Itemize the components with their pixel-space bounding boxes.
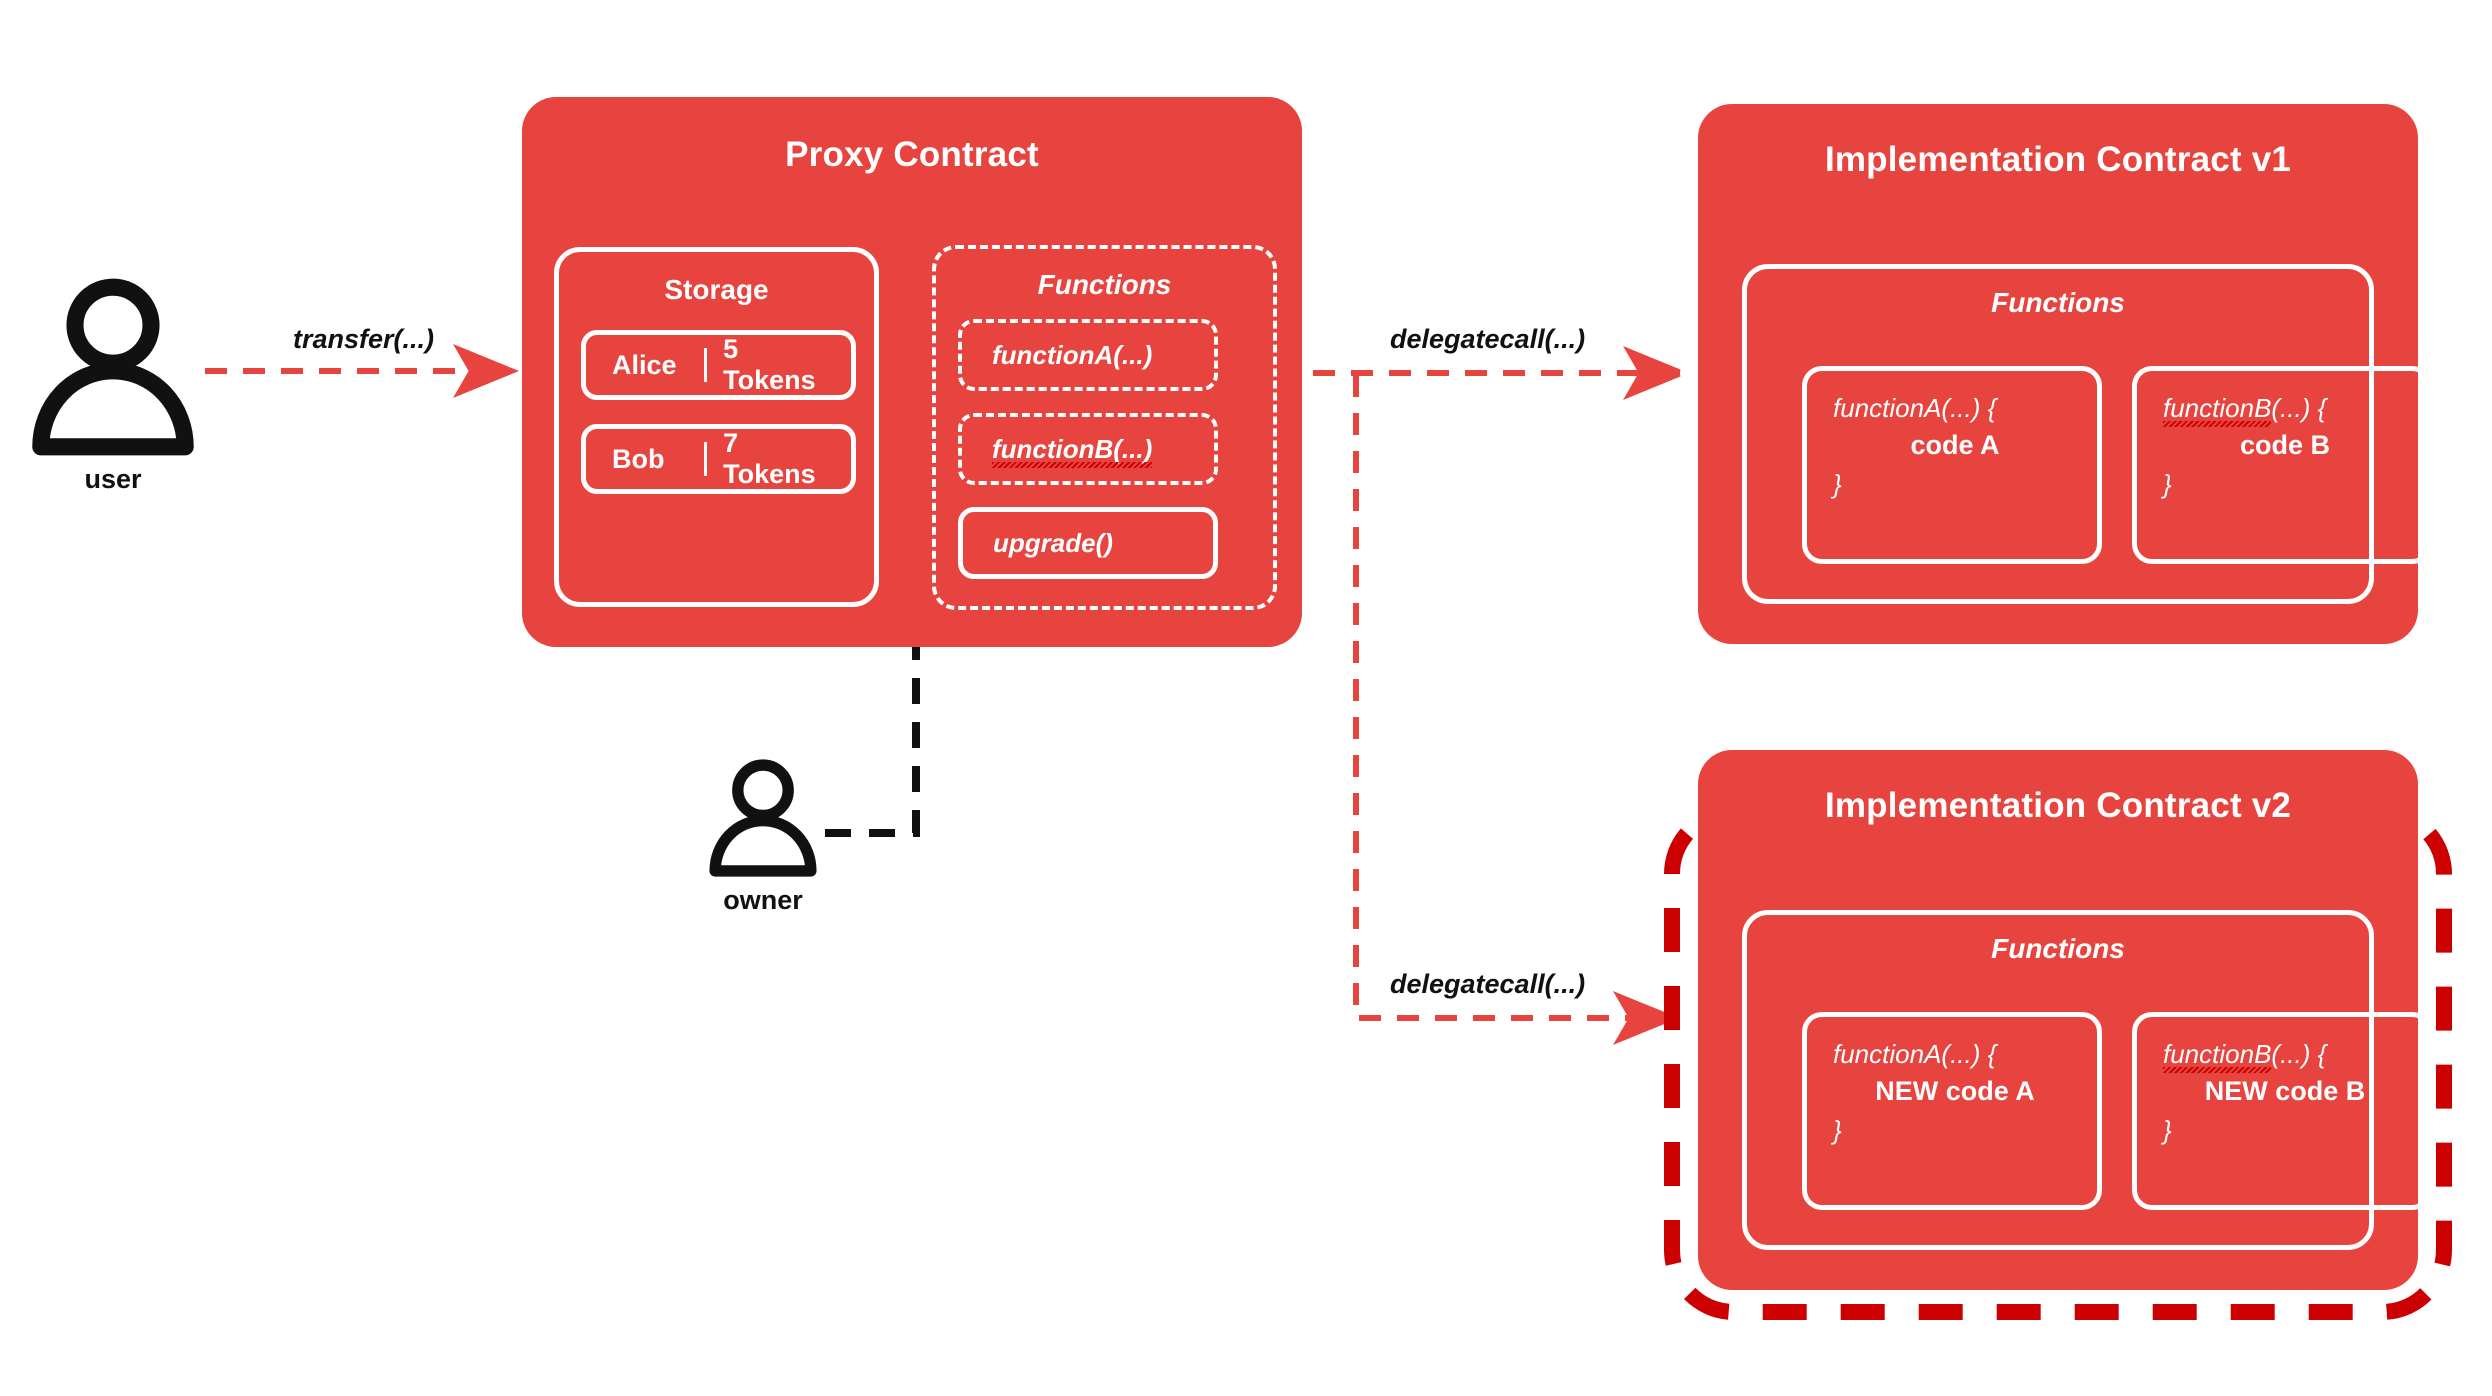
implv2-functionA-signature: functionA(...) { <box>1833 1039 1997 1069</box>
implv2-functionB-body: NEW code B <box>2204 1076 2366 1106</box>
implementation-contract-v2-title: Implementation Contract v2 <box>1824 786 2292 825</box>
implv1-codebox-functionB[interactable]: functionB(...) { code B } <box>2132 366 2432 564</box>
actor-owner: owner <box>700 755 826 925</box>
implv1-functions-title: Functions <box>1991 287 2125 318</box>
person-icon <box>32 278 194 456</box>
proxy-contract-card[interactable]: Proxy Contract Storage Alice 5 Tokens Bo… <box>522 97 1302 647</box>
edge-label-delegatecall-v2: delegatecall(...) <box>1390 969 1586 999</box>
proxy-function-label: functionB(...) <box>992 433 1153 464</box>
implv1-functionA-signature: functionA(...) { <box>1833 393 1997 423</box>
implementation-contract-v1-title: Implementation Contract v1 <box>1824 140 2292 179</box>
implv2-codebox-functionB[interactable]: functionB(...) { NEW code B } <box>2132 1012 2432 1210</box>
person-icon <box>709 759 817 877</box>
implv1-codebox-functionA[interactable]: functionA(...) { code A } <box>1802 366 2102 564</box>
implv2-functionA-close: } <box>1833 1115 1842 1145</box>
implv2-codebox-functionA[interactable]: functionA(...) { NEW code A } <box>1802 1012 2102 1210</box>
implv1-functionA-body: code A <box>1910 430 2000 460</box>
implv1-functionB-signature: functionB(...) { <box>2163 393 2327 423</box>
actor-user: user <box>18 272 208 502</box>
proxy-function-functionB[interactable]: functionB(...) <box>958 413 1218 485</box>
implv1-functionA-close: } <box>1833 469 1842 499</box>
implv2-functions-title: Functions <box>1991 933 2125 964</box>
implv2-functionA-body: NEW code A <box>1875 1076 2035 1106</box>
implv2-functionB-name: functionB <box>2163 1039 2272 1069</box>
proxy-function-label: upgrade() <box>993 527 1113 558</box>
storage-key: Bob <box>612 443 665 474</box>
implv2-functionB-signature: functionB(...) { <box>2163 1039 2327 1069</box>
implv1-functionB-close: } <box>2163 469 2172 499</box>
proxy-storage-panel: Storage Alice 5 Tokens Bob 7 Tokens <box>554 247 879 607</box>
implv1-functionB-body: code B <box>2239 430 2331 460</box>
storage-value: 5 Tokens <box>723 334 816 395</box>
proxy-storage-title: Storage <box>664 274 769 305</box>
proxy-functions-title: Functions <box>1037 269 1172 300</box>
storage-row-bob[interactable]: Bob 7 Tokens <box>581 424 856 494</box>
proxy-function-upgrade[interactable]: upgrade() <box>958 507 1218 579</box>
implv2-functionB-close: } <box>2163 1115 2172 1145</box>
implementation-contract-v1-card[interactable]: Implementation Contract v1 Functions fun… <box>1698 104 2432 644</box>
proxy-functions-panel: Functions functionA(...) functionB(...) … <box>932 245 1277 610</box>
storage-value: 7 Tokens <box>723 428 816 489</box>
storage-separator <box>704 348 708 382</box>
edge-label-transfer: transfer(...) <box>293 324 435 354</box>
storage-key: Alice <box>612 349 677 380</box>
actor-owner-label: owner <box>723 885 803 915</box>
edge-delegatecall-v2 <box>1313 370 1679 1045</box>
proxy-contract-title: Proxy Contract <box>785 135 1039 174</box>
storage-row-alice[interactable]: Alice 5 Tokens <box>581 330 856 400</box>
proxy-function-label: functionA(...) <box>992 339 1153 370</box>
edge-label-delegatecall-v1: delegatecall(...) <box>1390 324 1586 354</box>
actor-user-label: user <box>84 464 142 494</box>
storage-separator <box>704 442 708 476</box>
implv1-functionB-name: functionB <box>2163 393 2272 423</box>
implv2-functions-panel: Functions <box>1742 910 2374 1250</box>
implv1-functions-panel: Functions <box>1742 264 2374 604</box>
proxy-function-functionA[interactable]: functionA(...) <box>958 319 1218 391</box>
implementation-contract-v2-card[interactable]: Implementation Contract v2 Functions fun… <box>1698 750 2432 1290</box>
